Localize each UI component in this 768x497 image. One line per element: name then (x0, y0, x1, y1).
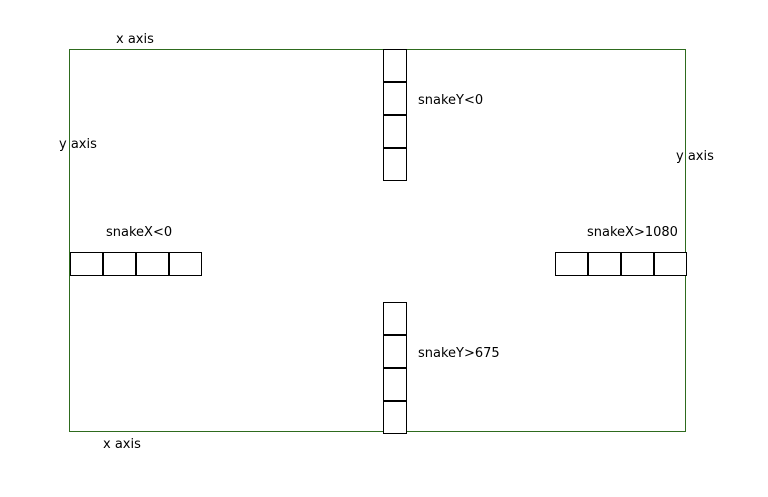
snake-bottom-segment (383, 302, 407, 335)
snake-right-segment (555, 252, 588, 276)
snake-left-segment (136, 252, 169, 276)
snake-left-segment (103, 252, 136, 276)
snake-right-label: snakeX>1080 (587, 225, 678, 240)
snake-top-label: snakeY<0 (418, 93, 483, 108)
snake-left-segment (169, 252, 202, 276)
snake-top-segment (383, 82, 407, 115)
snake-bottom-label: snakeY>675 (418, 346, 500, 361)
play-area-boundary (69, 49, 686, 432)
snake-top-segment (383, 148, 407, 181)
snake-left-label: snakeX<0 (106, 225, 172, 240)
snake-right-segment (621, 252, 654, 276)
snake-bottom-segment (383, 368, 407, 401)
snake-bottom-segment (383, 335, 407, 368)
snake-bottom-segment (383, 401, 407, 434)
snake-bottom (383, 302, 407, 434)
snake-right-segment (588, 252, 621, 276)
x-axis-label-top: x axis (116, 32, 154, 47)
snake-top-segment (383, 49, 407, 82)
snake-right (555, 252, 687, 276)
y-axis-label-left: y axis (59, 137, 97, 152)
snake-top (383, 49, 407, 181)
x-axis-label-bottom: x axis (103, 437, 141, 452)
snake-right-segment (654, 252, 687, 276)
y-axis-label-right: y axis (676, 149, 714, 164)
snake-left (70, 252, 202, 276)
snake-top-segment (383, 115, 407, 148)
snake-left-segment (70, 252, 103, 276)
